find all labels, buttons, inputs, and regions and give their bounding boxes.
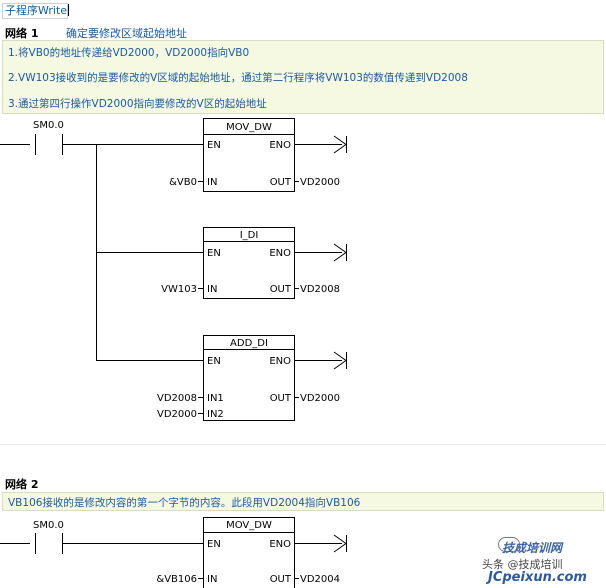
block-1-out-operand[interactable]: VD2000 xyxy=(300,177,340,188)
block-2-out-operand[interactable]: VD2008 xyxy=(300,284,340,295)
i-di-block[interactable] xyxy=(203,227,295,299)
comment-line-1: 1.将VB0的地址传递给VD2000，VD2000指向VB0 xyxy=(8,47,250,59)
n2-block-in-operand[interactable]: &VB106 xyxy=(156,574,197,585)
block-1-name: MOV_DW xyxy=(226,122,272,133)
network-1-comment-box[interactable]: 1.将VB0的地址传递给VD2000，VD2000指向VB0 2.VW103接收… xyxy=(2,40,604,114)
block-3-en: EN xyxy=(207,356,221,367)
mov-dw-block-2[interactable] xyxy=(203,517,295,588)
block-2-in-operand[interactable]: VW103 xyxy=(161,284,197,295)
n2-block-out-pin: OUT xyxy=(270,574,292,585)
block-3-in1-operand[interactable]: VD2008 xyxy=(157,393,197,404)
block-2-out-pin: OUT xyxy=(270,284,292,295)
block-3-eno: ENO xyxy=(269,356,291,367)
watermark-line-2: 头条 @技成培训 xyxy=(482,558,563,571)
block-1-in-operand[interactable]: &VB0 xyxy=(169,177,197,188)
block-1-in-pin: IN xyxy=(207,177,217,188)
block-3-in1-pin: IN1 xyxy=(207,393,224,404)
network-2-label[interactable]: 网络 2 xyxy=(5,478,39,491)
block-2-name: I_DI xyxy=(240,230,259,241)
program-tab-label: 子程序Write xyxy=(5,4,68,17)
wechat-icon xyxy=(498,537,520,552)
network-1-description[interactable]: 确定要修改区域起始地址 xyxy=(66,27,187,40)
watermark-line-3: JCpeixun.com xyxy=(488,570,587,585)
network-2-comment: VB106接收的是修改内容的第一个字节的内容。此段用VD2004指向VB106 xyxy=(8,497,361,509)
block-3-out-operand[interactable]: VD2000 xyxy=(300,393,340,404)
network-1-label[interactable]: 网络 1 xyxy=(5,27,39,40)
text-cursor xyxy=(68,4,70,16)
contact-label-network-2: SM0.0 xyxy=(33,520,64,531)
n2-block-out-operand[interactable]: VD2004 xyxy=(300,574,340,585)
network-separator xyxy=(0,444,606,445)
block-2-eno: ENO xyxy=(269,248,291,259)
network-2-comment-box[interactable]: VB106接收的是修改内容的第一个字节的内容。此段用VD2004指向VB106 xyxy=(2,492,604,511)
n2-block-name: MOV_DW xyxy=(226,520,272,531)
n2-block-eno: ENO xyxy=(269,539,291,550)
comment-line-3: 3.通过第四行操作VD2000指向要修改的V区的起始地址 xyxy=(8,98,267,110)
comment-line-2: 2.VW103接收到的是要修改的V区域的起始地址，通过第二行程序将VW103的数… xyxy=(8,72,468,84)
watermark-line-1: 技成培训网 xyxy=(502,541,563,555)
mov-dw-block-1[interactable] xyxy=(203,118,295,192)
block-3-in2-operand[interactable]: VD2000 xyxy=(157,409,197,420)
add-di-block[interactable] xyxy=(203,335,295,421)
block-3-out-pin: OUT xyxy=(270,393,292,404)
contact-sm0-0-network-2[interactable] xyxy=(35,533,63,554)
watermark: 技成培训网 头条 @技成培训 JCpeixun.com xyxy=(478,537,604,585)
contact-sm0-0[interactable] xyxy=(35,134,63,155)
block-3-name: ADD_DI xyxy=(230,338,268,349)
n2-block-en: EN xyxy=(207,539,221,550)
block-1-out-pin: OUT xyxy=(270,177,292,188)
program-tab-title[interactable]: 子程序Write xyxy=(2,3,70,19)
n2-block-in-pin: IN xyxy=(207,574,217,585)
block-1-eno: ENO xyxy=(269,140,291,151)
block-3-in2-pin: IN2 xyxy=(207,409,224,420)
contact-label: SM0.0 xyxy=(33,120,64,131)
block-2-en: EN xyxy=(207,248,221,259)
block-2-in-pin: IN xyxy=(207,284,217,295)
block-1-en: EN xyxy=(207,140,221,151)
